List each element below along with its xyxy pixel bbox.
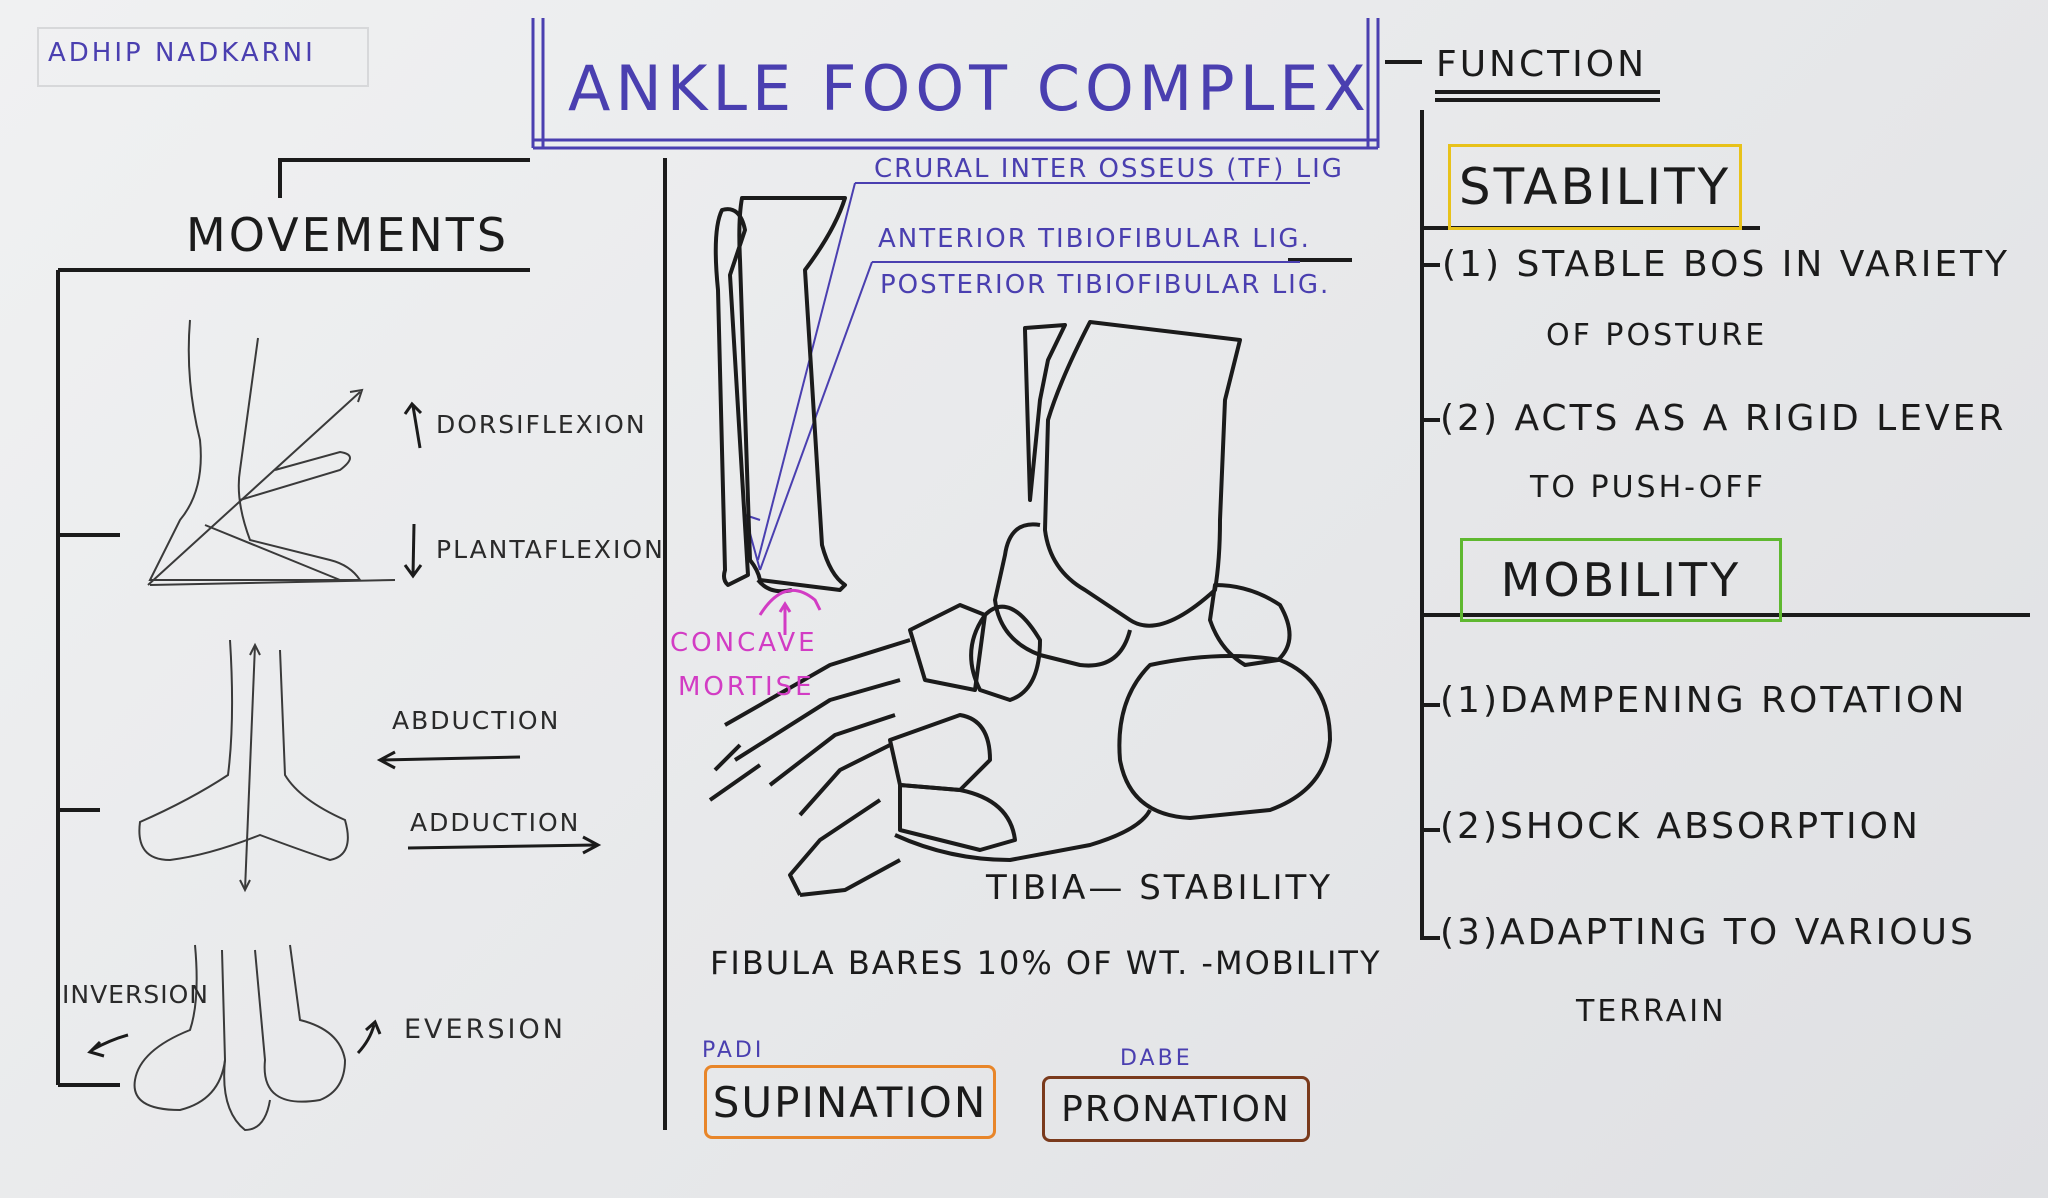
stability-box: STABILITY <box>1448 144 1742 230</box>
stability-point-2-line-2: TO PUSH-OFF <box>1530 470 1766 505</box>
eversion-label: EVERSION <box>404 1014 566 1045</box>
mobility-point-3-line-1: (3)ADAPTING TO VARIOUS <box>1440 912 1976 953</box>
mobility-point-2: (2)SHOCK ABSORPTION <box>1440 806 1921 847</box>
ligament-label-anterior: ANTERIOR TIBIOFIBULAR LIG. <box>878 224 1311 254</box>
tibia-stability-label: TIBIA— STABILITY <box>986 868 1334 908</box>
function-heading: FUNCTION <box>1436 44 1647 85</box>
movement-sketches <box>133 319 396 1132</box>
author-box <box>37 27 369 87</box>
mortise-arc <box>758 589 822 635</box>
tibia-fibula-drawing <box>713 196 847 594</box>
dorsiflexion-label: DORSIFLEXION <box>436 410 647 439</box>
mortise-label: MORTISE <box>678 672 815 702</box>
concave-label: CONCAVE <box>670 628 818 658</box>
pronation-box: PRONATION <box>1042 1076 1310 1142</box>
fibula-mobility-label: FIBULA BARES 10% OF WT. -MOBILITY <box>710 944 1382 982</box>
dabe-label: DABE <box>1120 1046 1193 1071</box>
foot-skeleton-drawing <box>708 320 1332 897</box>
stability-point-1-line-2: OF POSTURE <box>1546 318 1768 353</box>
stability-point-1-line-1: (1) STABLE BOS IN VARIETY <box>1442 244 2011 285</box>
plantaflexion-label: PLANTAFLEXION <box>436 535 665 564</box>
ligament-label-crural: CRURAL INTER OSSEUS (TF) LIG <box>874 154 1344 184</box>
movement-arrows <box>87 401 602 1058</box>
movements-heading: MOVEMENTS <box>186 208 510 262</box>
ligament-leaders <box>744 182 1310 571</box>
supination-box: SUPINATION <box>704 1065 996 1139</box>
ligament-label-posterior: POSTERIOR TIBIOFIBULAR LIG. <box>880 270 1331 300</box>
abduction-label: ABDUCTION <box>392 706 561 735</box>
stability-point-2-line-1: (2) ACTS AS A RIGID LEVER <box>1440 398 2007 439</box>
author-name: ADHIP NADKARNI <box>48 38 316 68</box>
mobility-point-1: (1)DAMPENING ROTATION <box>1440 680 1968 721</box>
inversion-label: INVERSION <box>62 980 209 1009</box>
mobility-point-3-line-2: TERRAIN <box>1576 994 1727 1029</box>
title-frame <box>531 18 1380 150</box>
mobility-box: MOBILITY <box>1460 538 1782 622</box>
adduction-label: ADDUCTION <box>410 808 581 837</box>
page-title: ANKLE FOOT COMPLEX <box>568 52 1371 125</box>
section-dividers <box>56 60 2030 1130</box>
padi-label: PADI <box>702 1038 765 1063</box>
